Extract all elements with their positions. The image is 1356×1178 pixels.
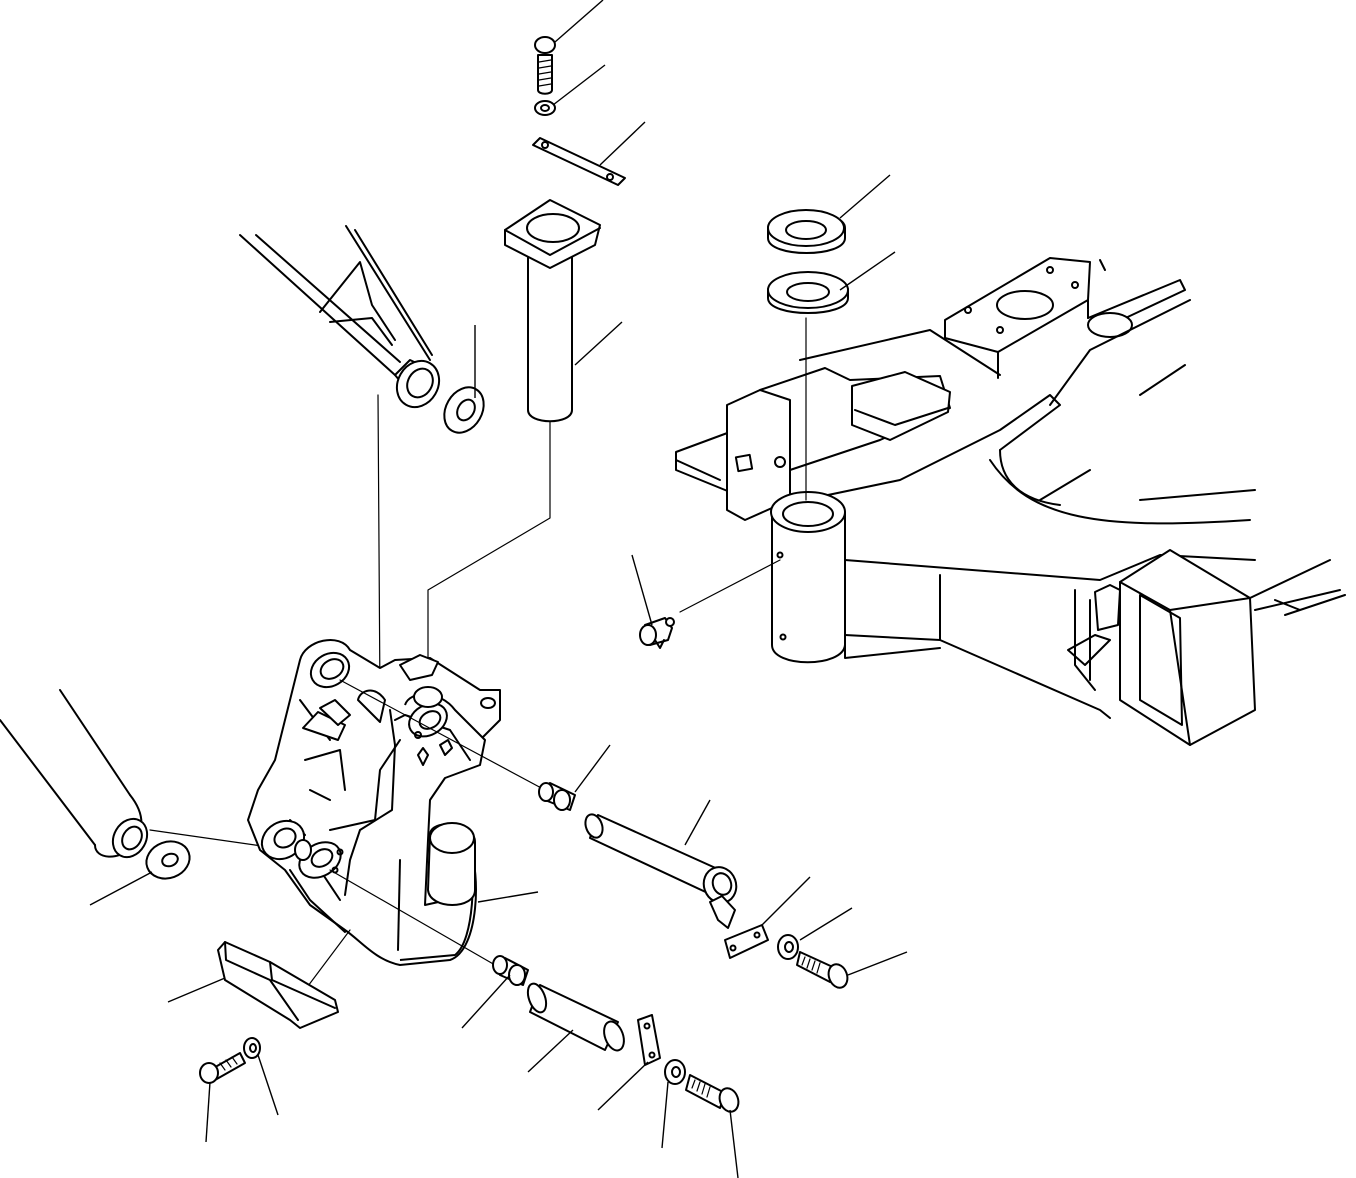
bolt-lower xyxy=(685,1074,740,1113)
frame-assembly xyxy=(675,257,1346,746)
grease-fitting-frame xyxy=(639,617,675,649)
thrust-washer-lower xyxy=(145,840,191,880)
grease-fitting-upper xyxy=(538,782,576,811)
steering-knuckle xyxy=(247,639,501,966)
king-pin xyxy=(504,199,601,423)
grease-fitting-lower xyxy=(492,955,529,986)
leader-lines xyxy=(89,0,908,1178)
cap-bolt xyxy=(534,36,556,95)
lock-plate-top xyxy=(532,137,626,186)
shim-washer-lower xyxy=(767,271,849,314)
knuckle-pin-short xyxy=(526,982,625,1052)
shim-washer-upper xyxy=(767,209,846,254)
thrust-washer-arm xyxy=(443,386,485,434)
lock-washer-lower xyxy=(664,1059,686,1085)
bolt-plate xyxy=(199,1052,246,1084)
lock-washer-top xyxy=(534,100,556,116)
steering-arm-lower xyxy=(0,689,149,859)
stopper-plate xyxy=(217,941,339,1029)
knuckle-pin-long xyxy=(584,813,738,929)
lock-washer-plate xyxy=(243,1037,261,1059)
bolt-right xyxy=(796,951,849,989)
lock-washer-right xyxy=(777,934,799,960)
lock-plate-lower xyxy=(637,1014,661,1066)
lock-plate-right xyxy=(724,924,769,959)
steering-arm-upper xyxy=(239,225,441,409)
